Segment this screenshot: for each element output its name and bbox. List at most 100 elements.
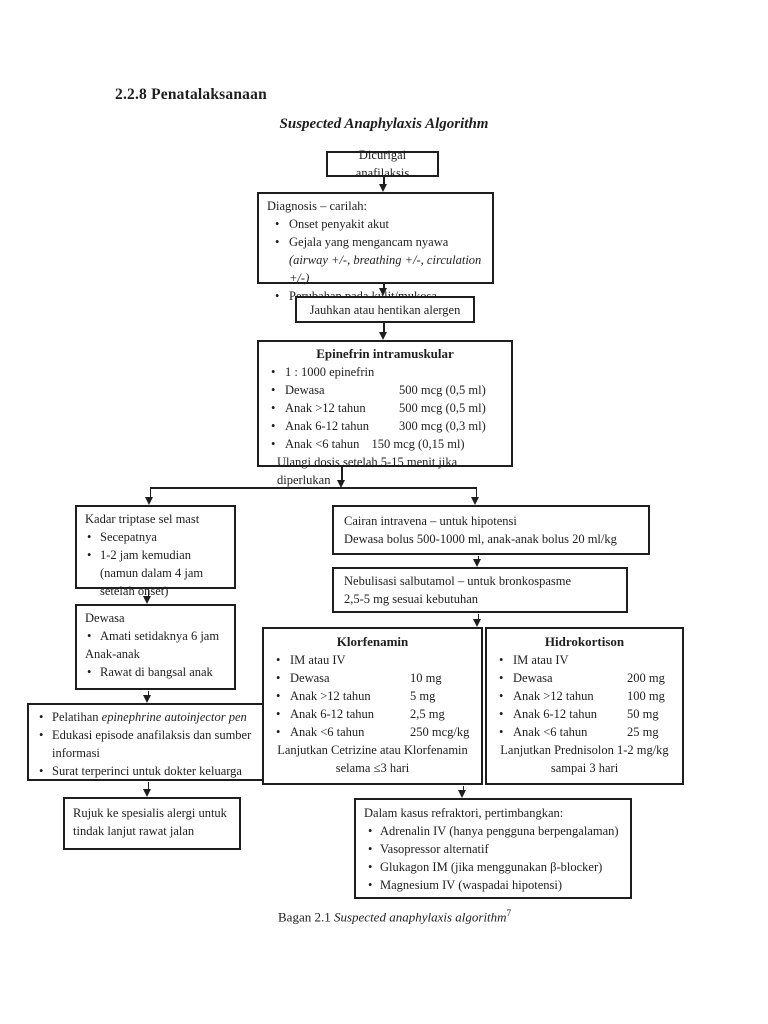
list-item-text: Gejala yang mengancam nyawa (airway +/-,…	[289, 235, 482, 285]
dose-row: Anak >12 tahun 100 mg	[493, 687, 676, 705]
connector-line	[462, 786, 464, 791]
figure-title: Suspected Anaphylaxis Algorithm	[279, 116, 489, 132]
bullet-icon	[39, 762, 43, 780]
bullet-icon	[368, 858, 372, 876]
bullet-icon	[499, 669, 503, 687]
figure-caption: Bagan 2.1 Suspected anaphylaxis algorith…	[278, 908, 511, 925]
list-item-text: 1-2 jam kemudian (namun dalam 4 jam sete…	[100, 548, 204, 598]
connector-line	[147, 691, 149, 696]
box-chlorphenamine: Klorfenamin IM atau IV Dewasa 10 mg Anak…	[262, 627, 483, 785]
list-item: 1-2 jam kemudian (namun dalam 4 jam sete…	[83, 546, 228, 600]
box-footnote: sampai 3 hari	[550, 761, 619, 775]
dose-row: Dewasa 200 mg	[493, 669, 676, 687]
dose-value: 200 mg	[627, 671, 665, 685]
bullet-icon	[368, 840, 372, 858]
box-refractory: Dalam kasus refraktori, pertimbangkan: A…	[354, 798, 632, 899]
box-footnote: Lanjutkan Prednisolon 1-2 mg/kg	[500, 743, 669, 757]
bullet-icon	[368, 822, 372, 840]
bullet-icon	[271, 435, 275, 453]
box-title: Hidrokortison	[544, 634, 625, 649]
bullet-icon	[276, 705, 280, 723]
dose-row: Dewasa 10 mg	[270, 669, 475, 687]
box-text-line: Dewasa bolus 500-1000 ml, anak-anak bolu…	[344, 532, 617, 546]
dose-label: Anak 6-12 tahun	[290, 707, 375, 721]
box-footnote: selama ≤3 hari	[335, 761, 410, 775]
connector-line	[147, 782, 149, 790]
bullet-icon	[276, 669, 280, 687]
list-item: IM atau IV	[493, 651, 676, 669]
box-text-line: Cairan intravena – untuk hipotensi	[344, 514, 517, 528]
dose-value: 50 mg	[627, 707, 659, 721]
list-item: Secepatnya	[83, 528, 228, 546]
list-item-text: Vasopressor alternatif	[380, 842, 489, 856]
arrowhead-down-icon	[473, 559, 481, 567]
bullet-icon	[271, 399, 275, 417]
dose-value: 2,5 mg	[410, 707, 445, 721]
dose-label: Anak >12 tahun	[290, 689, 371, 703]
dose-row: Anak <6 tahun 250 mcg/kg	[270, 723, 475, 741]
box-header: Anak-anak	[85, 647, 140, 661]
dose-value: 250 mcg/kg	[410, 725, 470, 739]
list-item-text: Rawat di bangsal anak	[100, 665, 213, 679]
dose-row: Anak <6 tahun 25 mg	[493, 723, 676, 741]
list-item: Glukagon IM (jika menggunakan β-blocker)	[364, 858, 622, 876]
dose-row: Anak >12 tahun 500 mcg (0,5 ml)	[265, 399, 505, 417]
dose-label: Anak 6-12 tahun	[513, 707, 598, 721]
dose-row: Anak 6-12 tahun 50 mg	[493, 705, 676, 723]
box-remove-allergen: Jauhkan atau hentikan alergen	[295, 296, 475, 323]
connector-line	[383, 323, 385, 334]
dose-value: 100 mg	[627, 689, 665, 703]
dose-row: Dewasa 500 mcg (0,5 ml)	[265, 381, 505, 399]
bullet-icon	[499, 723, 503, 741]
arrowhead-down-icon	[471, 497, 479, 505]
list-item: Rawat di bangsal anak	[83, 663, 228, 681]
arrowhead-down-icon	[143, 596, 151, 604]
dose-label: Anak >12 tahun	[285, 401, 366, 415]
arrowhead-down-icon	[143, 695, 151, 703]
dose-value: 150 mcg (0,15 ml)	[371, 437, 465, 451]
bullet-icon	[368, 876, 372, 894]
caption-reference: 7	[506, 908, 512, 918]
list-item-text: Pelatihan epinephrine autoinjector pen	[52, 710, 247, 724]
dose-value: 500 mcg (0,5 ml)	[399, 383, 486, 397]
connector-line	[150, 487, 477, 489]
dose-row: 1 : 1000 epinefrin	[265, 363, 505, 381]
list-item: Pelatihan epinephrine autoinjector pen	[35, 708, 287, 726]
dose-label: Anak <6 tahun	[290, 725, 365, 739]
box-text-line: Nebulisasi salbutamol – untuk bronkospas…	[344, 574, 572, 588]
dose-label: 1 : 1000 epinefrin	[285, 365, 375, 379]
dose-value: 25 mg	[627, 725, 659, 739]
bullet-icon	[499, 705, 503, 723]
bullet-icon	[499, 687, 503, 705]
list-item-text: Onset penyakit akut	[289, 217, 389, 231]
diagnosis-title: Diagnosis – carilah:	[267, 199, 367, 213]
dose-label: Anak <6 tahun	[285, 437, 360, 451]
box-header: Dewasa	[85, 611, 125, 625]
connector-line	[149, 488, 151, 497]
list-item: Adrenalin IV (hanya pengguna berpengalam…	[364, 822, 622, 840]
bullet-icon	[276, 723, 280, 741]
list-item: IM atau IV	[270, 651, 475, 669]
list-item-text: Adrenalin IV (hanya pengguna berpengalam…	[380, 824, 619, 838]
arrowhead-down-icon	[143, 789, 151, 797]
list-item-text: Surat terperinci untuk dokter keluarga	[52, 764, 242, 778]
list-item: Onset penyakit akut	[267, 215, 484, 233]
dose-value: 500 mcg (0,5 ml)	[399, 401, 486, 415]
bullet-icon	[275, 287, 279, 305]
list-item: Vasopressor alternatif	[364, 840, 622, 858]
box-title: Klorfenamin	[336, 634, 409, 649]
list-item-text: IM atau IV	[513, 653, 569, 667]
connector-line	[383, 177, 385, 185]
connector-line	[475, 488, 477, 497]
bullet-icon	[39, 726, 43, 744]
box-text-line: 2,5-5 mg sesuai kebutuhan	[344, 592, 479, 606]
box-text-line: Rujuk ke spesialis alergi untuk	[73, 806, 227, 820]
dose-label: Anak <6 tahun	[513, 725, 588, 739]
arrowhead-down-icon	[145, 497, 153, 505]
bullet-icon	[87, 528, 91, 546]
bullet-icon	[499, 651, 503, 669]
bullet-icon	[275, 233, 279, 251]
box-header: Kadar triptase sel mast	[85, 512, 200, 526]
list-item: Edukasi episode anafilaksis dan sumber i…	[35, 726, 287, 762]
list-item-text: Glukagon IM (jika menggunakan β-blocker)	[380, 860, 603, 874]
